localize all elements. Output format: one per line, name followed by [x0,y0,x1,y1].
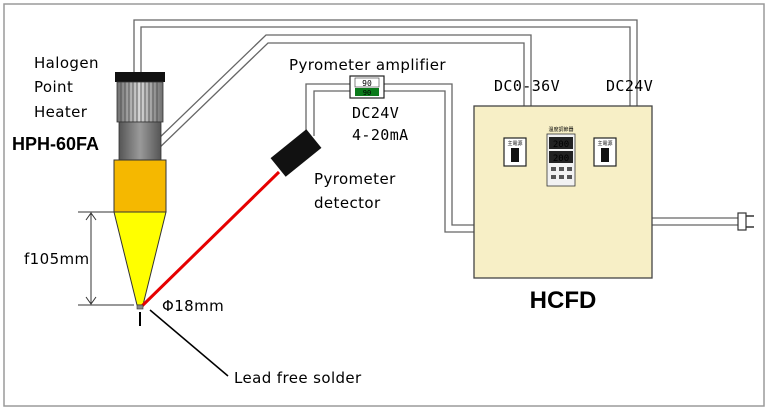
pyrometer-amplifier: 90 90 [349,75,385,99]
right-switch-label: 主電源 [597,140,612,147]
amplifier-display-top: 90 [362,79,372,88]
detector-label-line-1: Pyrometer [314,170,396,188]
heater-model: HPH-60FA [12,134,99,154]
controller-sv-display: 200 [553,154,569,164]
signal-line-1: DC24V [352,104,399,122]
laser-beam [140,170,281,308]
heater-name-line-3: Heater [34,103,88,121]
controller-key-5[interactable] [559,175,564,179]
focus-spot [136,304,144,310]
spot-diameter-label: Φ18mm [162,297,224,315]
controller-name: HCFD [530,287,597,314]
heater-cap [115,72,165,82]
pyrometer-detector [270,129,322,177]
solder-leader-line [149,309,229,377]
focal-distance-label: f105mm [24,250,90,268]
amplifier-label: Pyrometer amplifier [289,56,446,74]
temp-controller-label: 温度調節器 [548,126,573,133]
controller-key-4[interactable] [551,175,556,179]
controller-key-3[interactable] [567,167,572,171]
supply-right-label: DC24V [606,77,653,95]
power-plug-icon [737,212,754,231]
left-switch-label: 主電源 [507,140,522,147]
wiring [133,19,740,233]
heater-housing [113,159,167,213]
amplifier-display-bottom: 90 [363,89,371,97]
heater-name-line-2: Point [34,78,73,96]
detector-label-line-2: detector [314,194,381,212]
left-power-switch[interactable]: 主電源 [503,137,527,167]
signal-line-2: 4-20mA [352,126,409,144]
supply-left-label: DC0-36V [494,77,560,95]
focal-distance-dimension [78,211,134,306]
hcfd-controller: 主電源 温度調節器 200 200 主電源 [473,105,653,279]
controller-key-2[interactable] [559,167,564,171]
heater-name-line-1: Halogen [34,54,99,72]
controller-key-6[interactable] [567,175,572,179]
right-power-switch[interactable]: 主電源 [593,137,617,167]
detector-body [270,129,322,177]
halogen-heater [113,72,167,306]
controller-pv-display: 200 [553,140,569,150]
solder-label: Lead free solder [234,369,362,387]
heater-body [118,121,162,161]
temperature-controller: 温度調節器 200 200 [546,126,576,187]
controller-key-1[interactable] [551,167,556,171]
heater-grip [116,81,164,123]
